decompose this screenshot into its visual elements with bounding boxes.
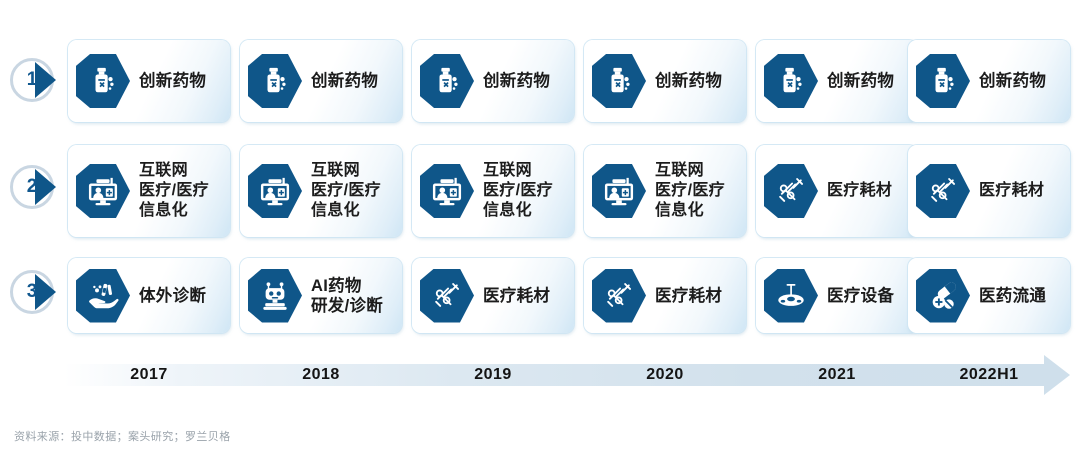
surgical-lamp-icon: [764, 268, 818, 323]
card-icon-hexagon: [76, 268, 130, 323]
card-label: 互联网 医疗/医疗 信息化: [311, 162, 381, 219]
online-consultation-icon: [248, 164, 302, 218]
rank-arrow-icon: [35, 169, 56, 205]
card-icon-hexagon: [916, 164, 970, 218]
rank-arrow-icon: [35, 62, 56, 98]
card-label: 创新药物: [655, 71, 723, 90]
medicine-bottle-icon: [420, 54, 474, 108]
card-icon-hexagon: [592, 268, 646, 323]
online-consultation-icon: [76, 164, 130, 218]
timeline-arrow-icon: [1044, 355, 1070, 395]
sector-card[interactable]: 创新药物: [756, 40, 918, 122]
sector-card[interactable]: 医药流通: [908, 258, 1070, 333]
sector-card[interactable]: 创新药物: [240, 40, 402, 122]
timeline-year: 2021: [818, 366, 856, 383]
medicine-bottle-icon: [76, 54, 130, 108]
sector-card[interactable]: 互联网 医疗/医疗 信息化: [68, 145, 230, 237]
rank-arrow-icon: [35, 274, 56, 310]
timeline-bar: [64, 364, 1049, 386]
hand-test-icon: [76, 268, 130, 323]
syringe-icon: [916, 164, 970, 218]
syringe-icon: [420, 268, 474, 323]
card-label: 创新药物: [979, 71, 1047, 90]
card-icon-hexagon: [916, 54, 970, 108]
timeline-year: 2022H1: [959, 366, 1019, 383]
card-label: 医疗耗材: [655, 286, 723, 305]
robot-icon: [248, 268, 302, 323]
sector-card[interactable]: 创新药物: [584, 40, 746, 122]
card-label: 互联网 医疗/医疗 信息化: [483, 162, 553, 219]
card-icon-hexagon: [76, 164, 130, 218]
syringe-icon: [764, 164, 818, 218]
online-consultation-icon: [420, 164, 474, 218]
sector-card[interactable]: 医疗耗材: [412, 258, 574, 333]
timeline-year: 2018: [302, 366, 340, 383]
card-icon-hexagon: [916, 268, 970, 323]
card-icon-hexagon: [764, 268, 818, 323]
syringe-icon: [592, 268, 646, 323]
card-icon-hexagon: [76, 54, 130, 108]
card-label: 医疗耗材: [483, 286, 551, 305]
sector-card[interactable]: 互联网 医疗/医疗 信息化: [412, 145, 574, 237]
card-label: 创新药物: [483, 71, 551, 90]
rank-number: 3: [26, 281, 38, 302]
sector-card[interactable]: 医疗耗材: [756, 145, 918, 237]
sector-card[interactable]: 创新药物: [68, 40, 230, 122]
card-icon-hexagon: [420, 54, 474, 108]
card-icon-hexagon: [248, 164, 302, 218]
sector-card[interactable]: 体外诊断: [68, 258, 230, 333]
card-icon-hexagon: [420, 268, 474, 323]
sector-card[interactable]: 互联网 医疗/医疗 信息化: [240, 145, 402, 237]
medicine-bottle-icon: [248, 54, 302, 108]
rank-number: 2: [26, 176, 38, 197]
card-icon-hexagon: [248, 268, 302, 323]
sector-card[interactable]: 医疗设备: [756, 258, 918, 333]
card-icon-hexagon: [248, 54, 302, 108]
rank-marker-3: 3: [8, 266, 64, 326]
card-label: 创新药物: [139, 71, 207, 90]
card-icon-hexagon: [592, 54, 646, 108]
card-label: 医疗耗材: [827, 182, 893, 199]
medicine-bottle-icon: [764, 54, 818, 108]
sector-card[interactable]: 互联网 医疗/医疗 信息化: [584, 145, 746, 237]
timeline-year: 2017: [130, 366, 168, 383]
card-label: 互联网 医疗/医疗 信息化: [139, 162, 209, 219]
card-label: 创新药物: [311, 71, 379, 90]
card-icon-hexagon: [764, 54, 818, 108]
card-label: 医药流通: [979, 286, 1047, 305]
rank-marker-1: 1: [8, 54, 64, 114]
card-icon-hexagon: [420, 164, 474, 218]
rank-number: 1: [26, 69, 38, 90]
card-label: 体外诊断: [139, 286, 207, 305]
card-icon-hexagon: [592, 164, 646, 218]
card-label: 医疗设备: [827, 286, 895, 305]
rank-column: 1 2 3: [0, 0, 66, 350]
sector-card[interactable]: 创新药物: [908, 40, 1070, 122]
medicine-bottle-icon: [592, 54, 646, 108]
timeline-year: 2020: [646, 366, 684, 383]
medicine-bottle-icon: [916, 54, 970, 108]
card-label: 互联网 医疗/医疗 信息化: [655, 162, 725, 219]
sector-card[interactable]: AI药物 研发/诊断: [240, 258, 402, 333]
rank-marker-2: 2: [8, 161, 64, 221]
timeline-year: 2019: [474, 366, 512, 383]
source-note: 资料来源：投中数据；案头研究；罗兰贝格: [14, 430, 231, 443]
card-icon-hexagon: [764, 164, 818, 218]
card-label: AI药物 研发/诊断: [311, 276, 384, 315]
pills-icon: [916, 268, 970, 323]
sector-card[interactable]: 医疗耗材: [584, 258, 746, 333]
card-label: 医疗耗材: [979, 182, 1045, 199]
online-consultation-icon: [592, 164, 646, 218]
sector-card[interactable]: 创新药物: [412, 40, 574, 122]
sector-card[interactable]: 医疗耗材: [908, 145, 1070, 237]
card-label: 创新药物: [827, 71, 895, 90]
